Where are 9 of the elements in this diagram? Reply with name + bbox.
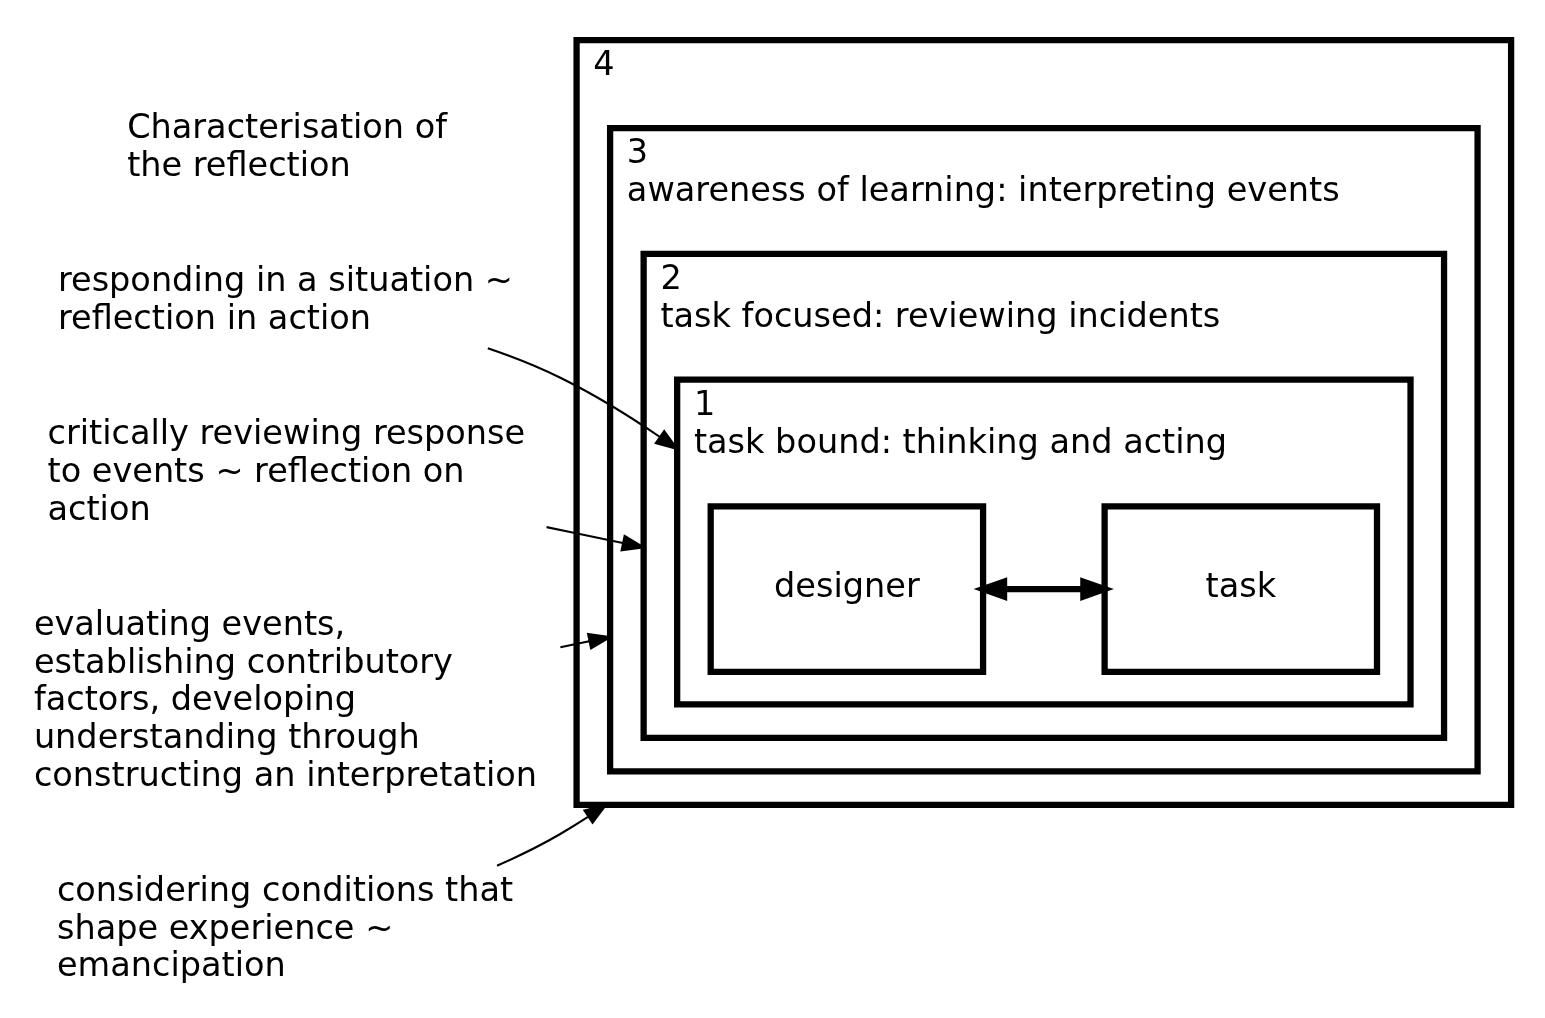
arrow	[546, 525, 647, 551]
arrow	[973, 576, 1114, 601]
node-text: responding in a situation ~ reflection in action	[57, 259, 513, 337]
node-text: critically reviewing response to events ~ reflection on action	[47, 412, 526, 528]
node-text: evaluating events, establishing contributory factors, developing understanding through constructing an interpretation	[33, 603, 538, 794]
label: Characterisation of the reflection	[127, 106, 448, 184]
node-text: considering conditions that shape experience ~ emancipation	[56, 869, 514, 984]
node-box: task	[1101, 502, 1381, 675]
node-box: designer	[707, 502, 987, 675]
